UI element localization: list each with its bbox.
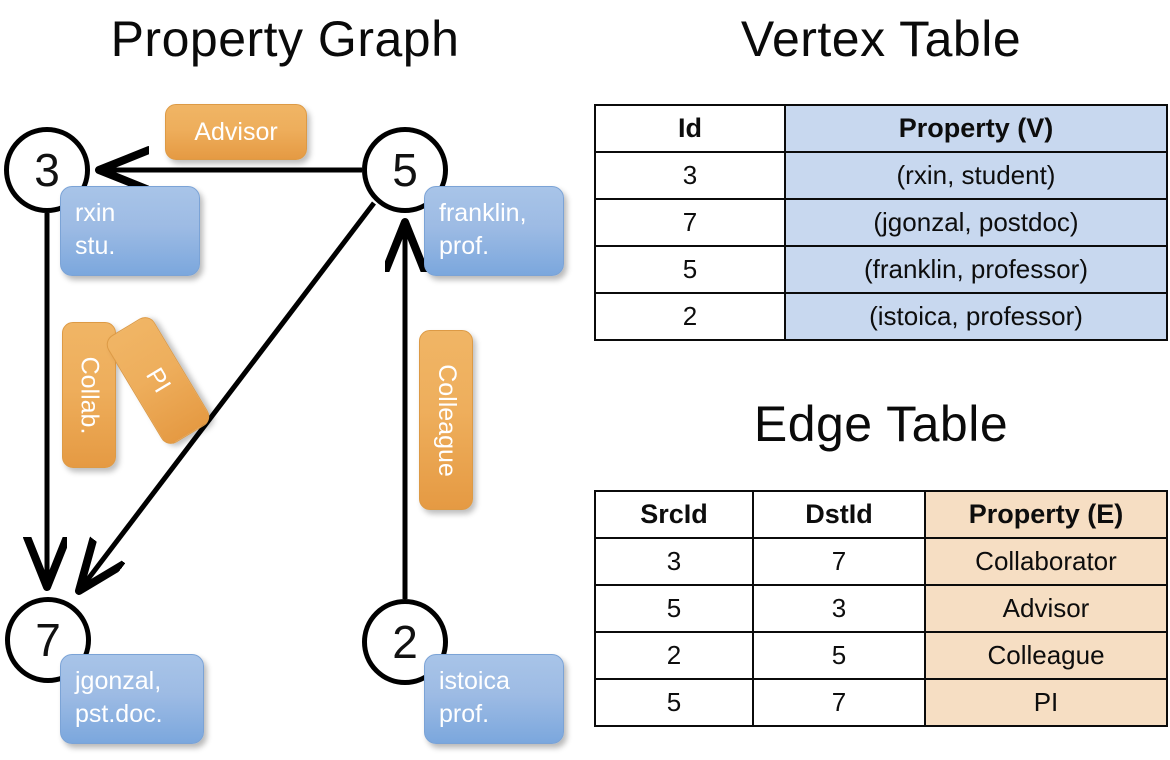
edge-table-header-srcid: SrcId xyxy=(594,490,754,539)
page-title-vertex-table: Vertex Table xyxy=(740,11,1022,67)
vertex-property-box-istoica[interactable]: istoica prof. xyxy=(424,654,564,744)
page-title-property-graph: Property Graph xyxy=(110,11,460,67)
edge-cell-property: Colleague xyxy=(924,631,1168,680)
edge-cell-property: Collaborator xyxy=(924,537,1168,586)
vertex-table-header-id: Id xyxy=(594,104,786,153)
table-row[interactable]: 2 5 Colleague xyxy=(594,631,1168,680)
vertex-property-box-jgonzal[interactable]: jgonzal, pst.doc. xyxy=(60,654,204,744)
property-graph-diagram: 3 5 7 2 rxin stu. franklin, prof. jgonza… xyxy=(0,0,580,760)
edge-cell-dstid: 5 xyxy=(752,631,926,680)
edge-cell-property: PI xyxy=(924,678,1168,727)
graph-node-5[interactable]: 5 xyxy=(362,127,448,213)
table-header-row: Id Property (V) xyxy=(594,104,1168,153)
edge-label-collab-text: Collab. xyxy=(75,356,104,434)
edge-cell-srcid: 5 xyxy=(594,678,754,727)
vertex-property-line-2: prof. xyxy=(439,232,490,260)
edge-5-to-7-pi xyxy=(82,201,376,587)
edge-cell-property: Advisor xyxy=(924,584,1168,633)
vertex-cell-id: 3 xyxy=(594,151,786,200)
edge-label-colleague-text: Colleague xyxy=(432,363,461,477)
graph-node-2-label: 2 xyxy=(392,616,418,668)
vertex-cell-property: (franklin, professor) xyxy=(784,245,1168,294)
table-row[interactable]: 3 (rxin, student) xyxy=(594,151,1168,200)
vertex-cell-id: 7 xyxy=(594,198,786,247)
vertex-property-line-1: rxin xyxy=(75,199,116,227)
edge-cell-srcid: 3 xyxy=(594,537,754,586)
table-row[interactable]: 3 7 Collaborator xyxy=(594,537,1168,586)
graph-node-3-label: 3 xyxy=(34,144,60,196)
vertex-cell-property: (istoica, professor) xyxy=(784,292,1168,341)
table-row[interactable]: 7 (jgonzal, postdoc) xyxy=(594,198,1168,247)
vertex-table-header-property: Property (V) xyxy=(784,104,1168,153)
vertex-cell-property: (jgonzal, postdoc) xyxy=(784,198,1168,247)
table-row[interactable]: 5 3 Advisor xyxy=(594,584,1168,633)
graph-node-5-label: 5 xyxy=(392,144,418,196)
graph-node-2[interactable]: 2 xyxy=(362,599,448,685)
vertex-property-line-1: franklin, xyxy=(439,199,527,227)
edge-cell-srcid: 2 xyxy=(594,631,754,680)
page-title-edge-table: Edge Table xyxy=(753,396,1009,452)
table-row[interactable]: 2 (istoica, professor) xyxy=(594,292,1168,341)
vertex-property-line-2: stu. xyxy=(75,232,116,260)
edge-cell-dstid: 3 xyxy=(752,584,926,633)
vertex-cell-id: 2 xyxy=(594,292,786,341)
edge-label-pi-text: PI xyxy=(140,362,177,398)
edge-table-header-property: Property (E) xyxy=(924,490,1168,539)
edge-cell-srcid: 5 xyxy=(594,584,754,633)
vertex-property-box-franklin[interactable]: franklin, prof. xyxy=(424,186,564,276)
vertex-property-box-rxin[interactable]: rxin stu. xyxy=(60,186,200,276)
edge-label-advisor[interactable]: Advisor xyxy=(165,104,307,160)
edge-label-colleague[interactable]: Colleague xyxy=(419,330,473,510)
vertex-property-line-1: jgonzal, xyxy=(75,667,162,695)
graph-edges-svg xyxy=(0,0,580,599)
edge-cell-dstid: 7 xyxy=(752,678,926,727)
table-header-row: SrcId DstId Property (E) xyxy=(594,490,1168,539)
table-row[interactable]: 5 7 PI xyxy=(594,678,1168,727)
edge-table-header-dstid: DstId xyxy=(752,490,926,539)
graph-node-7-label: 7 xyxy=(35,614,61,666)
edge-table: SrcId DstId Property (E) 3 7 Collaborato… xyxy=(594,490,1168,727)
vertex-table: Id Property (V) 3 (rxin, student) 7 (jgo… xyxy=(594,104,1168,341)
edge-cell-dstid: 7 xyxy=(752,537,926,586)
vertex-cell-id: 5 xyxy=(594,245,786,294)
vertex-property-line-2: pst.doc. xyxy=(75,700,163,728)
vertex-cell-property: (rxin, student) xyxy=(784,151,1168,200)
table-row[interactable]: 5 (franklin, professor) xyxy=(594,245,1168,294)
vertex-property-line-2: prof. xyxy=(439,700,490,728)
vertex-property-line-1: istoica xyxy=(439,667,510,695)
edge-label-advisor-text: Advisor xyxy=(194,117,278,146)
